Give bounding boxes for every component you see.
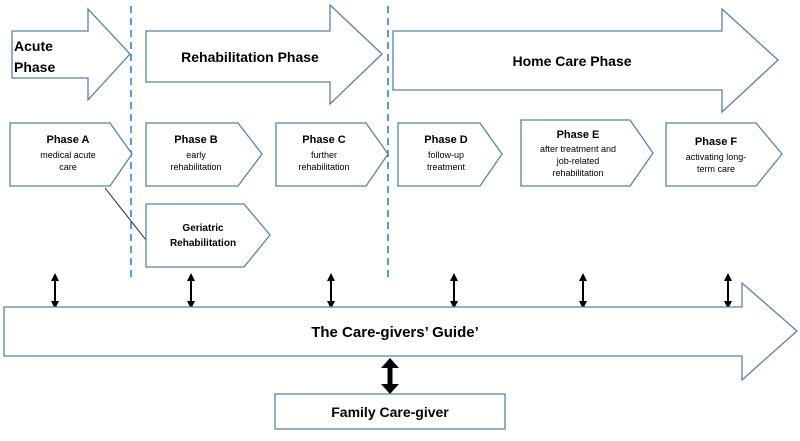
- acute-phase-line1: Acute: [14, 38, 53, 54]
- caregivers-guide-arrow: The Care-givers’ Guide’: [3, 281, 798, 382]
- rehabilitation-phase-label: Rehabilitation Phase: [181, 49, 319, 65]
- phase-a-to-geriatric-connector: [104, 187, 147, 241]
- phase-d-title: Phase D: [424, 134, 467, 146]
- phase-c-title: Phase C: [302, 134, 345, 146]
- phase-e-desc-line2: job-related: [556, 156, 600, 166]
- geriatric-rehabilitation-box: Geriatric Rehabilitation: [145, 203, 271, 268]
- phase-a-box: Phase A medical acute care: [9, 122, 133, 187]
- phase-b-box: Phase B early rehabilitation: [145, 122, 263, 187]
- acute-phase-line2: Phase: [14, 59, 55, 75]
- phase-f-title: Phase F: [695, 136, 737, 148]
- phase-a-title: Phase A: [46, 134, 89, 146]
- phase-c-box: Phase C further rehabilitation: [275, 122, 389, 187]
- phase-e-desc-line1: after treatment and: [540, 144, 616, 154]
- phase-a-desc-line1: medical acute: [40, 150, 96, 160]
- home-care-phase-arrow: Home Care Phase: [392, 7, 779, 114]
- phase-d-desc-line1: follow-up: [428, 150, 464, 160]
- phase-f-desc-line1: activating long-: [686, 152, 747, 162]
- family-caregiver-box: Family Care-giver: [274, 393, 506, 430]
- acute-phase-arrow: Acute Phase: [11, 7, 131, 102]
- svg-text:Acute: Acute: [14, 38, 53, 54]
- phase-f-box: Phase F activating long- term care: [665, 122, 783, 187]
- phase-b-desc-line1: early: [186, 150, 206, 160]
- caregivers-guide-label: The Care-givers’ Guide’: [311, 324, 479, 341]
- phase-b-title: Phase B: [174, 134, 217, 146]
- link-arrows: [51, 273, 732, 309]
- home-care-phase-label: Home Care Phase: [512, 53, 631, 69]
- rehabilitation-phase-arrow: Rehabilitation Phase: [145, 3, 383, 106]
- phase-a-desc-line2: care: [59, 162, 77, 172]
- geriatric-line1: Geriatric: [182, 223, 224, 234]
- phase-e-desc-line3: rehabilitation: [552, 168, 603, 178]
- phase-f-desc-line2: term care: [697, 164, 735, 174]
- family-caregiver-label: Family Care-giver: [331, 404, 449, 420]
- phase-d-box: Phase D follow-up treatment: [397, 122, 503, 187]
- svg-text:Phase: Phase: [14, 59, 55, 75]
- phase-b-desc-line2: rehabilitation: [170, 162, 221, 172]
- phase-d-desc-line2: treatment: [427, 162, 466, 172]
- phase-e-box: Phase E after treatment and job-related …: [520, 119, 654, 187]
- phase-c-desc-line1: further: [311, 150, 337, 160]
- geriatric-line2: Rehabilitation: [170, 238, 236, 249]
- phase-e-title: Phase E: [557, 129, 600, 141]
- phase-c-desc-line2: rehabilitation: [298, 162, 349, 172]
- guide-to-family-arrow: [381, 358, 399, 394]
